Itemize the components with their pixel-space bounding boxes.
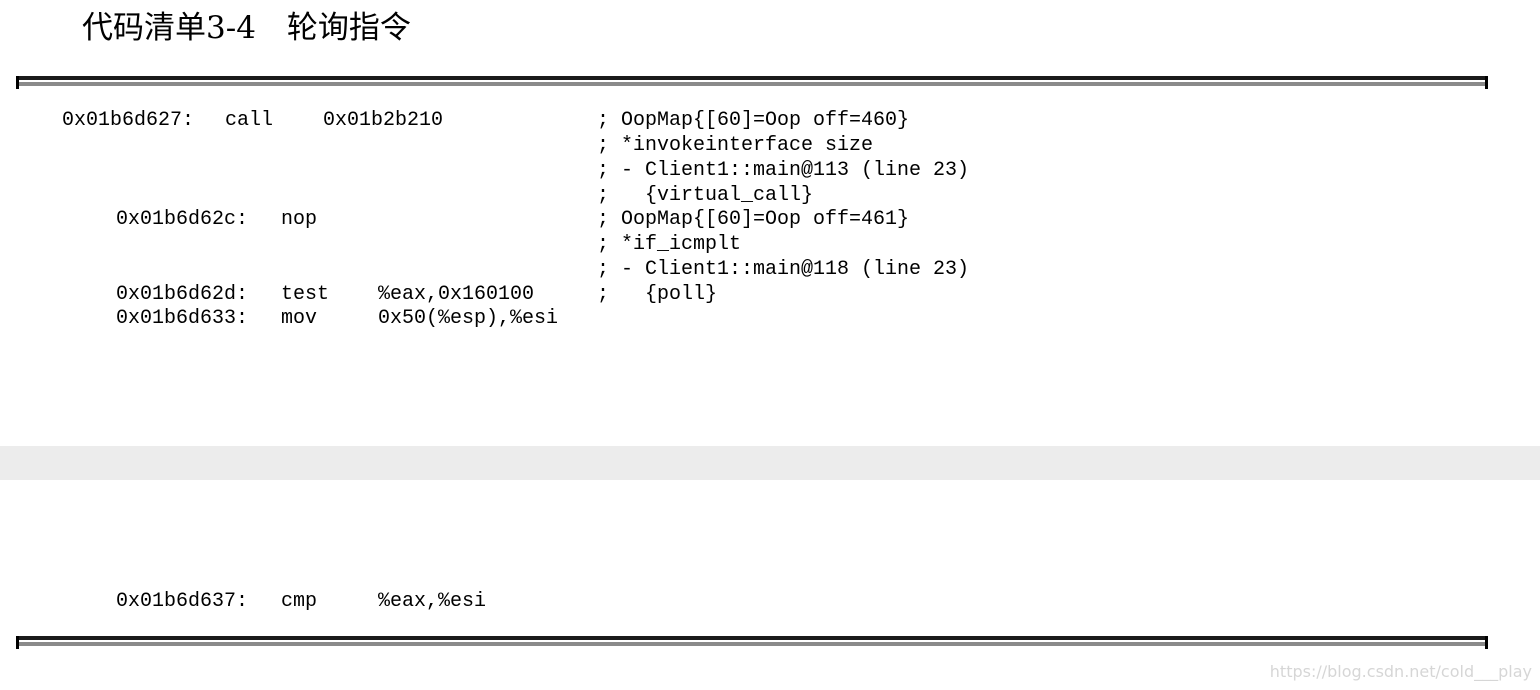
code-comment: ; - Client1::main@118 (line 23) — [597, 258, 970, 281]
watermark: https://blog.csdn.net/cold___play — [1269, 662, 1532, 681]
code-operand: %eax,0x160100 — [378, 283, 535, 306]
code-comment: ; {poll} — [597, 283, 718, 306]
code-comment: ; {virtual_call} — [597, 184, 814, 207]
code-address: 0x01b6d62c: — [116, 208, 249, 231]
code-address: 0x01b6d637: — [116, 590, 249, 613]
code-mnemonic: nop — [281, 208, 318, 231]
code-address: 0x01b6d62d: — [116, 283, 249, 306]
code-mnemonic: cmp — [281, 590, 318, 613]
code-operand: 0x50(%esp),%esi — [378, 307, 559, 330]
code-comment: ; - Client1::main@113 (line 23) — [597, 159, 970, 182]
code-operand: 0x01b2b210 — [323, 109, 444, 132]
code-address: 0x01b6d633: — [116, 307, 249, 330]
top-double-rule — [16, 76, 1488, 89]
code-address: 0x01b6d627: — [62, 109, 195, 132]
listing-title: 代码清单3-4 轮询指令 — [82, 10, 411, 46]
code-comment: ; OopMap{[60]=Oop off=460} — [597, 109, 910, 132]
code-comment: ; *invokeinterface size — [597, 134, 874, 157]
code-operand: %eax,%esi — [378, 590, 487, 613]
code-mnemonic: test — [281, 283, 330, 306]
code-comment: ; *if_icmplt — [597, 233, 742, 256]
code-comment: ; OopMap{[60]=Oop off=461} — [597, 208, 910, 231]
bottom-double-rule — [16, 636, 1488, 649]
code-mnemonic: call — [225, 109, 274, 132]
code-mnemonic: mov — [281, 307, 318, 330]
page-break-band — [0, 446, 1540, 480]
